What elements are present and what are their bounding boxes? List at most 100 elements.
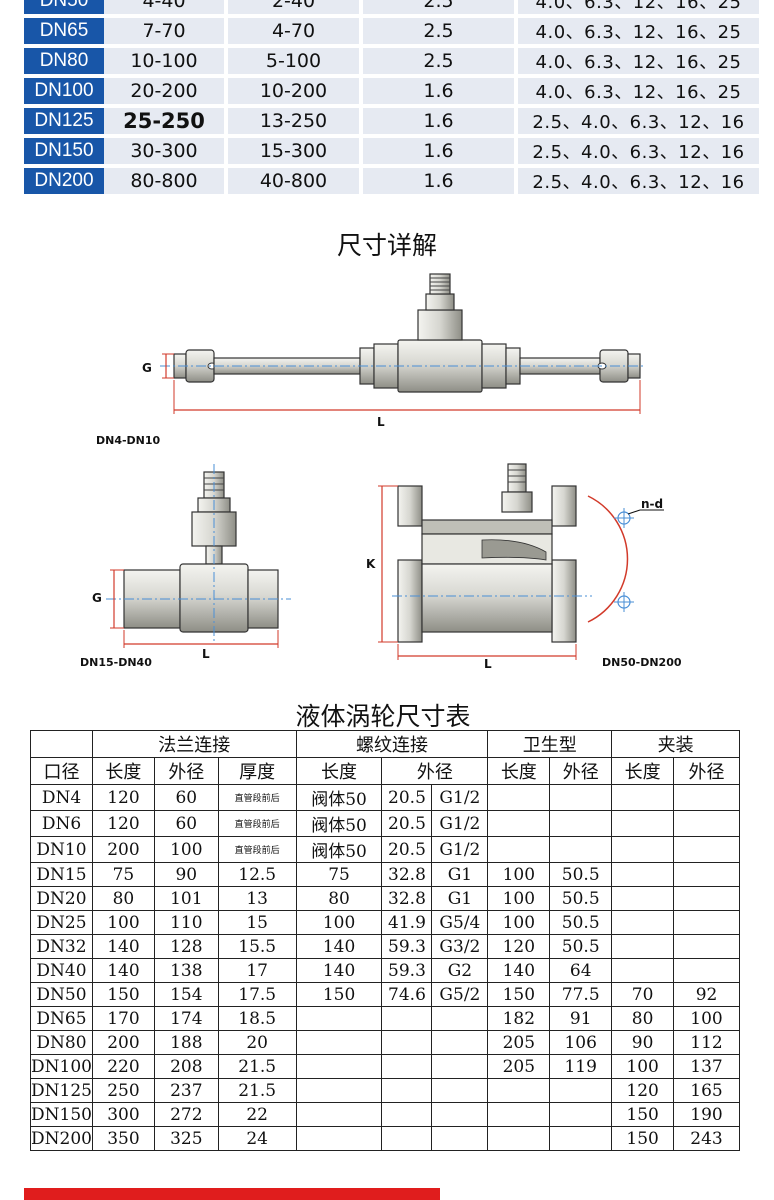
- spec-ratings-cell: 4.0、6.3、12、16、25: [514, 0, 759, 14]
- spec-pressure-cell: 2.5: [359, 18, 514, 44]
- table-cell-dn: DN25: [30, 910, 93, 935]
- table-cell-c-od: 137: [673, 1054, 740, 1079]
- spec-ratings-cell: 2.5、4.0、6.3、12、16: [514, 168, 759, 194]
- table-cell-t-od2: [431, 1006, 489, 1031]
- table-cell-c-len: 100: [611, 1054, 675, 1079]
- dim-k-label: K: [366, 557, 376, 571]
- table-cell-t-od1: [381, 1006, 433, 1031]
- table-cell-f-th: 15: [217, 910, 297, 935]
- spec-range2-cell: 4-70: [224, 18, 359, 44]
- table-cell-t-len: 阀体50: [295, 784, 383, 811]
- table-cell-f-od: 174: [153, 1006, 219, 1031]
- table-cell-c-od: 165: [673, 1078, 740, 1103]
- table-cell-s-od: [549, 1126, 613, 1151]
- subheader-dn: 口径: [30, 757, 93, 785]
- dim-g-label-2: G: [92, 591, 102, 605]
- table-cell-f-len: 75: [91, 862, 155, 887]
- spec-range2-cell: 2-40: [224, 0, 359, 14]
- table-cell-c-len: [611, 910, 675, 935]
- table-cell-t-od1: [381, 1126, 433, 1151]
- table-cell-f-len: 140: [91, 958, 155, 983]
- spec-dn-cell: DN65: [24, 18, 104, 44]
- table-cell-t-od1: 32.8: [381, 886, 433, 911]
- table-cell-c-len: 150: [611, 1126, 675, 1151]
- table-cell-c-od: [673, 810, 740, 837]
- table-cell-c-od: 243: [673, 1126, 740, 1151]
- table-cell-f-len: 120: [91, 784, 155, 811]
- table-cell-f-od: 100: [153, 836, 219, 863]
- table-cell-t-len: 75: [295, 862, 383, 887]
- table-cell-t-od2: [431, 1030, 489, 1055]
- table-cell-t-len: [295, 1054, 383, 1079]
- table-cell-t-len: [295, 1102, 383, 1127]
- spec-pressure-cell: 1.6: [359, 78, 514, 104]
- table-cell-t-len: 140: [295, 958, 383, 983]
- header-blank: [30, 730, 93, 758]
- table-cell-f-od: 325: [153, 1126, 219, 1151]
- table-cell-t-len: [295, 1030, 383, 1055]
- diagram-caption-dn15-dn40: DN15-DN40: [80, 656, 152, 669]
- subheader-flange-thickness: 厚度: [217, 757, 297, 785]
- table-cell-t-od1: 41.9: [381, 910, 433, 935]
- spec-range2-cell: 40-800: [224, 168, 359, 194]
- spec-range2-cell: 15-300: [224, 138, 359, 164]
- table-cell-f-th: 21.5: [217, 1054, 297, 1079]
- table-cell-s-len: 120: [487, 934, 551, 959]
- dim-l-label-2: L: [202, 647, 210, 661]
- table-cell-c-len: 80: [611, 1006, 675, 1031]
- table-cell-s-len: 182: [487, 1006, 551, 1031]
- table-cell-t-od2: G1: [431, 862, 489, 887]
- table-cell-c-len: 150: [611, 1102, 675, 1127]
- size-table-subheader-row: 口径 长度 外径 厚度 长度 外径 长度 外径 长度 外径: [30, 757, 740, 785]
- subheader-thread-length: 长度: [295, 757, 383, 785]
- table-cell-t-od2: [431, 1078, 489, 1103]
- table-cell-s-od: [549, 784, 613, 811]
- table-cell-f-od: 60: [153, 784, 219, 811]
- table-cell-f-th: 直管段前后: [217, 810, 297, 837]
- table-cell-c-len: [611, 784, 675, 811]
- table-cell-f-th: 直管段前后: [217, 836, 297, 863]
- table-cell-f-od: 90: [153, 862, 219, 887]
- spec-ratings-cell: 4.0、6.3、12、16、25: [514, 18, 759, 44]
- table-cell-f-len: 250: [91, 1078, 155, 1103]
- table-cell-t-len: 80: [295, 886, 383, 911]
- table-cell-dn: DN6: [30, 810, 93, 837]
- table-cell-t-len: 100: [295, 910, 383, 935]
- spec-range2-cell: 13-250: [224, 108, 359, 134]
- dim-l-label-3: L: [484, 657, 492, 671]
- table-cell-f-th: 21.5: [217, 1078, 297, 1103]
- table-cell-s-od: 91: [549, 1006, 613, 1031]
- table-cell-f-th: 12.5: [217, 862, 297, 887]
- subheader-clamp-length: 长度: [611, 757, 675, 785]
- spec-dn-cell: DN200: [24, 168, 104, 194]
- table-cell-c-len: [611, 886, 675, 911]
- spec-dn-cell: DN100: [24, 78, 104, 104]
- table-cell-c-len: [611, 836, 675, 863]
- table-cell-t-len: 阀体50: [295, 836, 383, 863]
- table-cell-f-th: 直管段前后: [217, 784, 297, 811]
- size-table-group-row: 法兰连接 螺纹连接 卫生型 夹装: [30, 730, 740, 758]
- table-cell-t-od1: [381, 1102, 433, 1127]
- dimension-title: 尺寸详解: [336, 231, 437, 260]
- spec-dn-cell: DN150: [24, 138, 104, 164]
- table-cell-t-od2: [431, 1102, 489, 1127]
- subheader-flange-od: 外径: [153, 757, 219, 785]
- table-cell-f-od: 208: [153, 1054, 219, 1079]
- spec-ratings-cell: 2.5、4.0、6.3、12、16: [514, 138, 759, 164]
- spec-pressure-cell: 2.5: [359, 48, 514, 74]
- table-cell-t-od2: G5/4: [431, 910, 489, 935]
- table-cell-f-th: 17.5: [217, 982, 297, 1007]
- dim-g-label: G: [142, 361, 152, 375]
- table-cell-dn: DN50: [30, 982, 93, 1007]
- spec-range1-cell: 4-40: [104, 0, 224, 14]
- table-cell-f-od: 128: [153, 934, 219, 959]
